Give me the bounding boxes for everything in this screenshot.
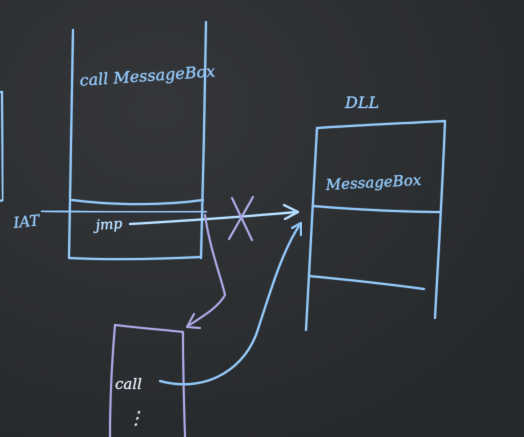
program-box-bottom — [68, 256, 202, 261]
dll-label: DLL — [344, 93, 379, 112]
caller-box-right-side — [182, 331, 186, 437]
direct-call-arrowhead — [291, 222, 302, 236]
cross-out-stroke-1 — [231, 197, 253, 241]
dll-box-top — [316, 120, 446, 129]
jmp-label: jmp — [92, 216, 123, 234]
caller-box-top — [114, 324, 184, 333]
program-box-left-side — [68, 29, 74, 259]
cross-out-mark — [228, 196, 254, 241]
dll-box — [305, 120, 446, 331]
direct-call-arrow — [159, 225, 300, 386]
iat-line — [41, 210, 207, 214]
iat-label: IAT — [12, 211, 42, 232]
left-edge-box-fragment — [0, 91, 5, 202]
jmp-arrowhead — [283, 204, 299, 220]
caller-box — [109, 324, 186, 437]
return-arrow — [187, 214, 226, 327]
jmp-arrow — [129, 211, 298, 225]
dll-box-left-side — [305, 127, 318, 331]
program-box-right-side — [200, 21, 207, 259]
program-box-divider — [71, 199, 204, 206]
caller-box-left-side — [109, 324, 116, 437]
return-arrowhead — [186, 313, 201, 329]
dll-box-divider — [312, 205, 441, 213]
caller-call-label: call — [115, 375, 142, 393]
cross-out-stroke-2 — [228, 196, 254, 240]
dll-messagebox-label: MessageBox — [324, 171, 422, 194]
caller-dots: ⋮ — [127, 408, 145, 429]
dll-box-lower-line — [308, 275, 425, 290]
dll-box-right-side — [434, 120, 446, 319]
program-box — [68, 21, 207, 261]
